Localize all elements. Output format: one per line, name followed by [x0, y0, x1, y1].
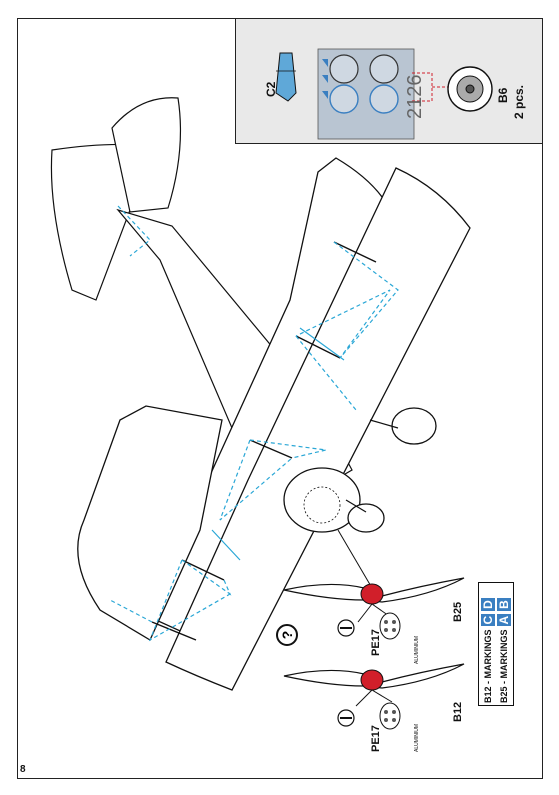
cowling-mesh: [303, 486, 341, 524]
marking-letter-c: C: [481, 613, 495, 627]
landing-wheel-left: [347, 503, 385, 533]
prop-label-b25: B25: [452, 601, 464, 622]
canopy-part: [275, 52, 297, 102]
pe-plate-upper: [379, 612, 401, 640]
help-icon: ?: [276, 624, 298, 646]
rigging-wires: [109, 205, 399, 642]
engine-cowling: [283, 467, 361, 533]
marking-letter-b: B: [497, 598, 511, 611]
mask-number: 2126: [404, 74, 426, 120]
mask-sheet: [317, 48, 415, 140]
markings-box: B12 - MARKINGS C D B25 - MARKINGS A B: [478, 582, 514, 706]
plate-text-upper: ALUMINIUM: [414, 635, 420, 664]
pe-plate-lower: [379, 702, 401, 730]
page-number: 8: [20, 764, 26, 775]
pe-label-upper: PE17: [370, 629, 382, 656]
tail-fin: [111, 97, 182, 213]
markings-b25: B25 - MARKINGS A B: [497, 598, 511, 703]
wheel-part: [447, 66, 493, 112]
propeller-lower: [283, 663, 465, 707]
markings-b12-text: B12 - MARKINGS: [483, 629, 493, 703]
markings-b25-text: B25 - MARKINGS: [499, 629, 509, 703]
pe-label-lower: PE17: [370, 725, 382, 752]
part-label-c2: C2: [264, 81, 278, 97]
marking-letter-d: D: [481, 598, 495, 611]
landing-wheel-right: [391, 407, 437, 445]
plate-text-lower: ALUMINIUM: [414, 723, 420, 752]
rear-wing: [165, 167, 471, 691]
leader-line: [337, 529, 373, 589]
wing-struts: [151, 241, 377, 641]
detail-inset: C2 2126 B6 2 pcs.: [235, 18, 543, 144]
part-label-b6: B6: [496, 87, 510, 103]
markings-b12: B12 - MARKINGS C D: [481, 598, 495, 703]
help-glyph: ?: [279, 630, 295, 640]
quantity-label: 2 pcs.: [512, 84, 526, 119]
prop-label-b12: B12: [452, 701, 464, 722]
lower-wing: [77, 405, 223, 641]
pe-parts: [337, 612, 401, 730]
marking-letter-a: A: [497, 613, 511, 627]
